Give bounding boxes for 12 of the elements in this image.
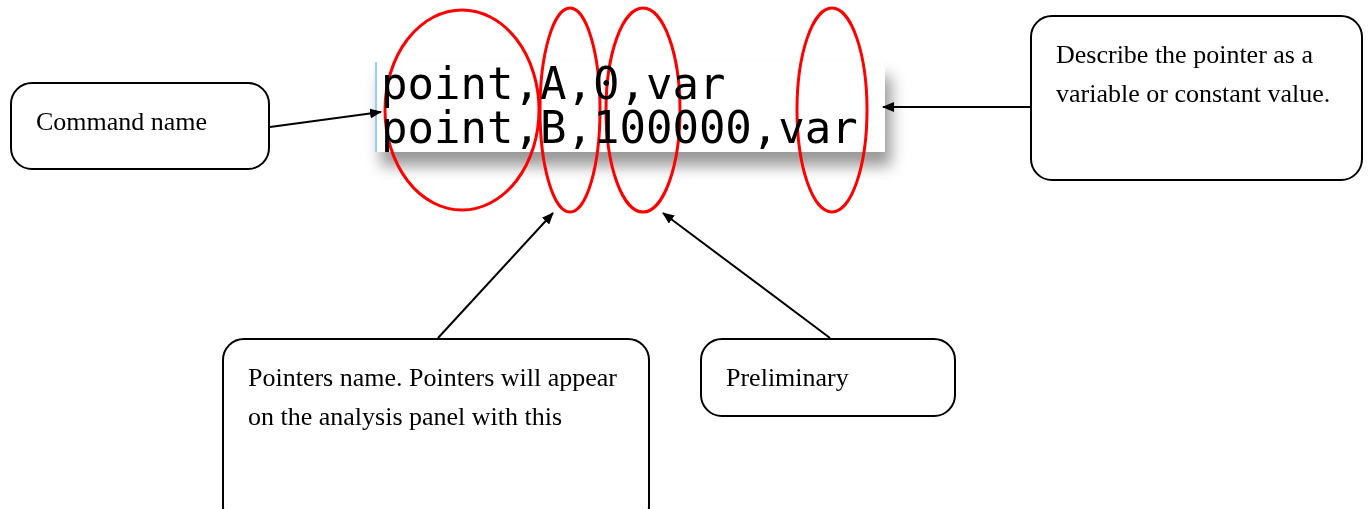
callout-box [700, 338, 956, 417]
callout-box [1030, 15, 1363, 181]
callout-text: Pointers name. Pointers will appear on the analysis panel with this [248, 362, 618, 433]
callout-text: Preliminary [726, 362, 850, 394]
arrow [662, 212, 831, 339]
callout-box [10, 82, 270, 170]
arrow [269, 108, 382, 128]
arrow [437, 212, 554, 339]
callout-text: Command name [36, 106, 209, 138]
callout-box [222, 338, 650, 509]
callout-text: Describe the pointer as a variable or constant value. [1056, 39, 1332, 110]
arrow [882, 102, 1031, 112]
